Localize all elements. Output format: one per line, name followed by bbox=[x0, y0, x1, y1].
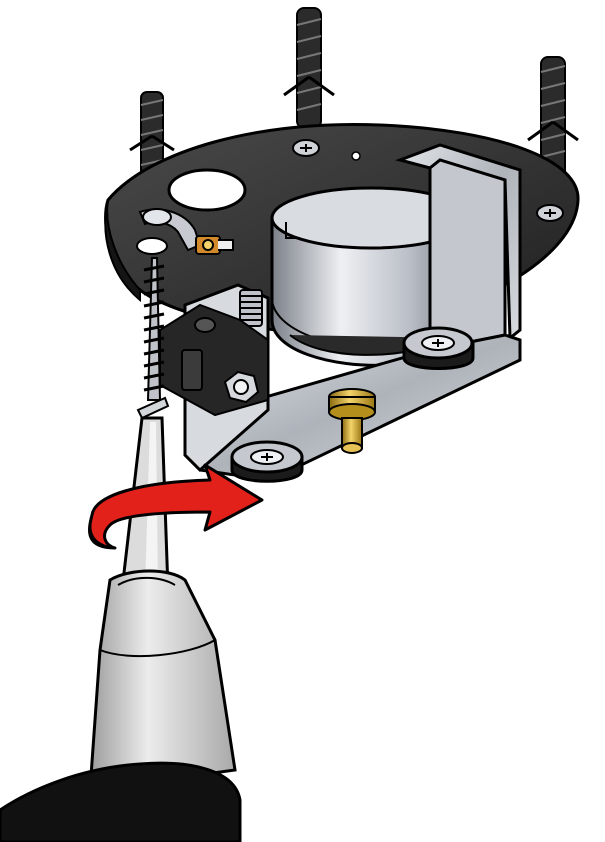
rotation-arrow-icon bbox=[88, 463, 264, 550]
wall-anchor-center bbox=[283, 7, 335, 129]
screwdriver-handle bbox=[88, 569, 237, 792]
mounting-screw bbox=[136, 257, 170, 420]
nut bbox=[223, 370, 260, 404]
clamp bbox=[138, 208, 234, 255]
rubber-foot bbox=[402, 326, 475, 370]
threaded-bolt bbox=[239, 289, 263, 327]
hand-grip bbox=[0, 761, 242, 842]
plate-screw bbox=[536, 204, 564, 222]
brass-valve bbox=[328, 388, 376, 454]
black-mount bbox=[159, 303, 269, 417]
rubber-foot bbox=[230, 440, 304, 483]
plate-screw bbox=[292, 139, 320, 157]
wall-anchor-left bbox=[129, 91, 175, 183]
plate-hole bbox=[167, 168, 247, 212]
